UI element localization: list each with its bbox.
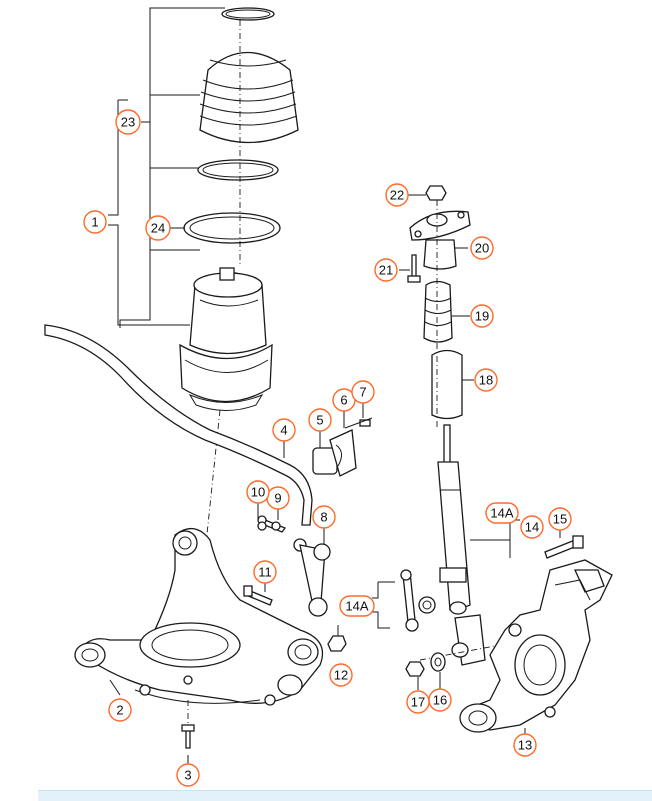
callout-3: 3 [176,763,200,787]
callout-1: 1 [83,210,107,234]
level-sensor-link [372,569,436,632]
bushing-and-bracket [312,417,373,477]
callout-14a-left: 14A [339,595,375,617]
callout-4-label: 4 [280,423,287,438]
callout-2-label: 2 [116,703,123,718]
callout-16: 16 [428,688,452,712]
washers-9-10 [257,521,281,531]
group-bracket-23 [141,7,225,251]
callout-8-label: 8 [320,510,327,525]
callout-1-label: 1 [91,215,98,230]
callout-14a-left-label: 14A [345,599,368,614]
callout-13: 13 [513,733,537,757]
callout-9-label: 9 [274,491,281,506]
callout-15: 15 [548,507,572,531]
callout-13-label: 13 [518,738,532,753]
callout-6-label: 6 [340,393,347,408]
callout-21: 21 [374,258,398,282]
leader-lines [109,194,561,765]
callout-12: 12 [329,663,353,687]
callout-10-label: 10 [251,485,265,500]
callout-10: 10 [246,480,270,504]
callout-14a-top-label: 14A [490,506,513,521]
callout-2: 2 [108,698,132,722]
lower-wishbone [74,528,324,706]
bolt-11 [243,585,273,606]
callout-18-label: 18 [479,373,493,388]
callout-19-label: 19 [475,309,489,324]
callout-22-label: 22 [390,188,404,203]
wheel-bearing-housing [459,559,613,733]
callout-17: 17 [406,690,430,714]
callout-5: 5 [308,408,332,432]
callout-23-label: 23 [121,115,135,130]
callout-19: 19 [470,304,494,328]
shock-absorber-assembly [407,185,486,666]
callout-22: 22 [385,183,409,207]
callout-16-label: 16 [433,693,447,708]
callout-15-label: 15 [553,512,567,527]
callout-23: 23 [115,109,141,135]
nut-17-washer-16 [405,652,446,677]
callout-24: 24 [145,215,171,241]
callout-14-label: 14 [525,520,539,535]
bolt-3 [181,700,195,749]
callout-7-label: 7 [359,385,366,400]
callout-11: 11 [253,560,277,584]
callout-21-label: 21 [379,263,393,278]
air-spring-assembly [179,7,299,411]
callout-24-label: 24 [151,221,165,236]
callout-6: 6 [332,388,356,412]
bolt-15 [544,535,584,559]
stabilizer-bar [44,324,313,526]
callout-11-label: 11 [258,565,272,580]
nut-12 [327,625,347,652]
footer-bar [38,790,652,801]
callout-7: 7 [351,380,375,404]
callout-14a-top: 14A [485,502,519,524]
callout-14: 14 [520,515,544,539]
callout-20: 20 [470,236,494,260]
callout-20-label: 20 [475,241,489,256]
callout-9: 9 [266,486,290,510]
callout-12-label: 12 [334,668,348,683]
callout-5-label: 5 [316,413,323,428]
callout-18: 18 [474,368,498,392]
callout-8: 8 [312,505,336,529]
callout-3-label: 3 [184,768,191,783]
callout-17-label: 17 [411,695,425,710]
callout-4: 4 [272,418,296,442]
